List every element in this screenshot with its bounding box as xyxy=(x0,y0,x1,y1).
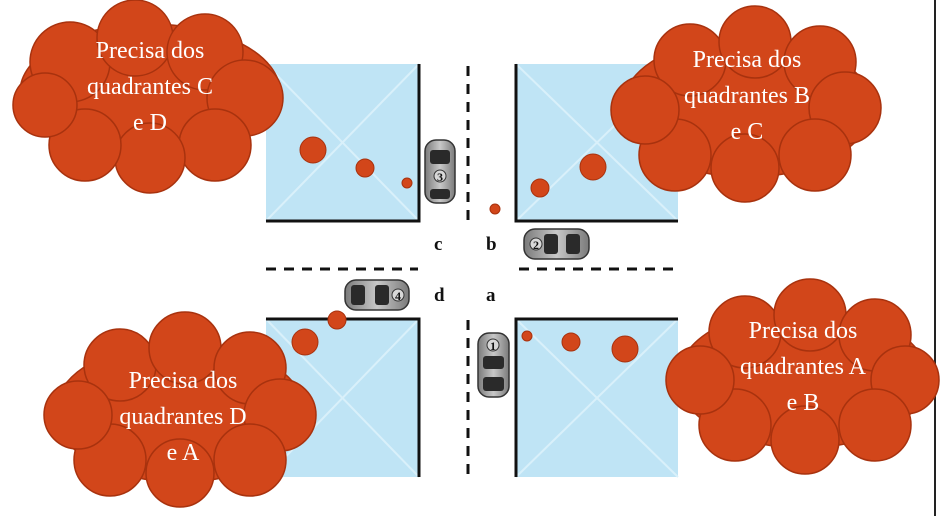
quadrant-label-c: c xyxy=(434,234,443,255)
cloud-text-top-right: Precisa dos quadrantes B e C xyxy=(642,42,852,150)
cloud-bottom-left xyxy=(43,311,317,508)
path-dot xyxy=(355,158,375,178)
cloud-top-right xyxy=(610,5,882,203)
car-1-number: 1 xyxy=(490,339,496,353)
cloud-bottom-right xyxy=(665,278,940,475)
path-dot xyxy=(530,178,550,198)
quadrant-label-d: d xyxy=(434,285,445,306)
quadrant-label-a: a xyxy=(486,285,496,306)
car-4-number: 4 xyxy=(395,289,401,303)
cloud-text-line: quadrantes B xyxy=(684,83,810,109)
cloud-text-line: Precisa dos xyxy=(95,38,205,64)
quadrant-label-b: b xyxy=(486,234,497,255)
block-bottom-right xyxy=(514,317,679,478)
car-1 xyxy=(477,332,510,398)
path-dot xyxy=(579,153,607,181)
car-2-number: 2 xyxy=(533,238,539,252)
car-2 xyxy=(523,228,590,260)
block-top-left xyxy=(265,63,421,223)
cloud-text-bottom-left: Precisa dos quadrantes D e A xyxy=(78,363,288,471)
path-dot xyxy=(299,136,327,164)
path-dot xyxy=(489,203,501,215)
cloud-text-line: e B xyxy=(786,390,820,416)
car-4 xyxy=(344,279,410,311)
cloud-text-line: e A xyxy=(166,440,200,466)
cloud-text-bottom-right: Precisa dos quadrantes A e B xyxy=(698,313,908,421)
path-dot xyxy=(521,330,533,342)
path-dot xyxy=(327,310,347,330)
cloud-text-line: e D xyxy=(133,110,167,136)
path-dot xyxy=(611,335,639,363)
cloud-text-line: quadrantes D xyxy=(119,404,247,430)
cloud-text-top-left: Precisa dos quadrantes C e D xyxy=(45,33,255,141)
cloud-text-line: e C xyxy=(730,119,764,145)
path-dot xyxy=(291,328,319,356)
path-dots xyxy=(291,136,639,363)
cloud-top-left xyxy=(12,0,284,194)
cloud-text-line: quadrantes C xyxy=(87,74,213,100)
cloud-text-line: Precisa dos xyxy=(748,318,858,344)
car-3-number: 3 xyxy=(437,170,443,184)
cloud-text-line: Precisa dos xyxy=(692,47,802,73)
path-dot xyxy=(561,332,581,352)
cloud-text-line: quadrantes A xyxy=(740,354,866,380)
cloud-text-line: Precisa dos xyxy=(128,368,238,394)
path-dot xyxy=(401,177,413,189)
car-3 xyxy=(424,139,456,204)
